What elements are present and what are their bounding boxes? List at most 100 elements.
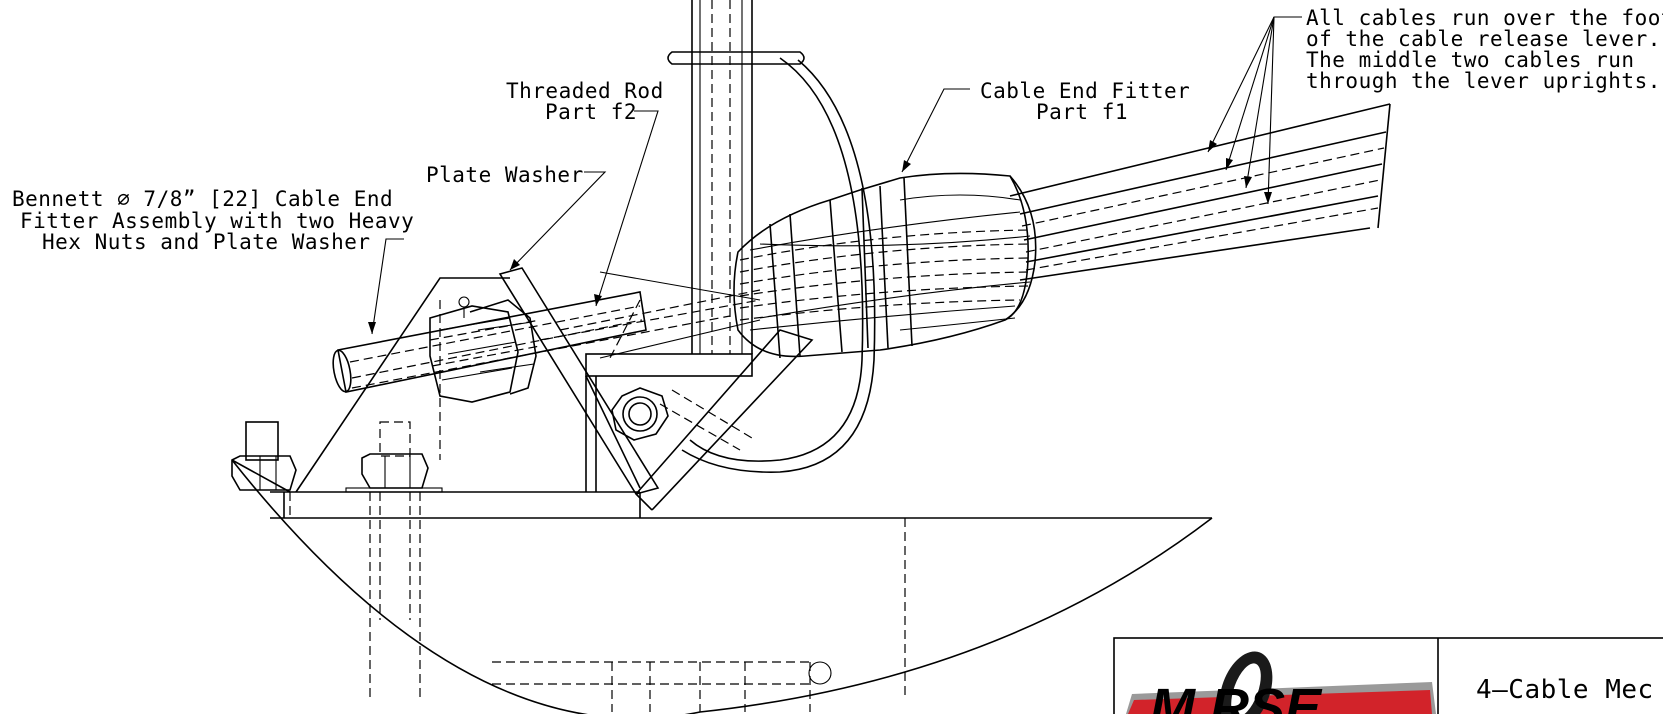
- angled-bracket: [295, 267, 814, 511]
- hex-nut-2: [469, 299, 537, 395]
- rod-thread: [539, 299, 761, 341]
- label-line: Part f2: [545, 100, 637, 124]
- pivot-bolt: [628, 402, 652, 426]
- bolt-hidden-shank: [379, 421, 411, 457]
- logo-text: M RSE: [1150, 678, 1323, 714]
- leader-cable-end-assembly: [371, 238, 404, 335]
- nut-chamfer: [479, 363, 535, 373]
- base-arc-left: [231, 459, 701, 719]
- arrowhead: [1264, 192, 1272, 204]
- hex-nut-1: [429, 305, 519, 403]
- pivot-washer: [622, 396, 658, 432]
- morse-logo: M RSE: [1126, 651, 1436, 719]
- label-line: Cable End Fitter: [980, 79, 1190, 103]
- upright-cross-pin: [667, 51, 805, 65]
- lever-upright: [585, 0, 876, 492]
- label-cable-end-fitter: Cable End Fitter Part f1: [980, 79, 1190, 124]
- leader-cables-3: [1245, 16, 1275, 189]
- drawing-title: 4–Cable Mec: [1476, 675, 1654, 705]
- label-line: Plate Washer: [426, 163, 584, 187]
- base-arc-right: [699, 517, 1213, 713]
- cables: [1009, 103, 1391, 281]
- fitter-collar: [879, 185, 889, 349]
- label-line: Bennett ∅ 7/8” [22] Cable End: [12, 187, 393, 211]
- title-block: M RSE 4–Cable Mec: [1113, 637, 1663, 719]
- label-line: of the cable release lever.: [1306, 27, 1661, 51]
- hidden-pin: [808, 661, 832, 685]
- rod-end: [332, 349, 352, 393]
- label-cable-end-assembly: Bennett ∅ 7/8” [22] Cable End Fitter Ass…: [12, 187, 414, 254]
- arrowhead: [368, 322, 376, 334]
- leader-cables-2: [1225, 16, 1275, 171]
- upright-base-block: [585, 353, 753, 377]
- label-cables-note: All cables run over the foot of the cabl…: [1306, 6, 1663, 93]
- arrowhead: [1208, 140, 1217, 152]
- bracket-strut-end: [635, 493, 653, 511]
- cable-line: [1019, 131, 1387, 215]
- rod-thread: [559, 289, 761, 331]
- rod-thread: [351, 319, 643, 379]
- label-plate-washer: Plate Washer: [426, 163, 584, 187]
- label-line: through the lever uprights.: [1306, 69, 1661, 93]
- bracket-inner: [585, 375, 641, 489]
- fitter-collar: [789, 213, 801, 357]
- cable-line: [1023, 163, 1383, 241]
- cable-line: [1025, 195, 1379, 263]
- hex-nuts: [429, 296, 541, 403]
- leader-threaded-rod: [595, 110, 659, 307]
- nut-thread: [431, 345, 541, 367]
- leaders: [368, 16, 1302, 335]
- label-line: Fitter Assembly with two Heavy: [20, 209, 414, 233]
- rod-taper: [599, 319, 761, 359]
- nut-thread: [429, 319, 541, 341]
- cable-end-fitter: [733, 172, 1037, 359]
- cable-hidden: [1025, 179, 1381, 253]
- fitter-collar: [861, 187, 869, 349]
- rod-thread: [351, 315, 731, 389]
- arrowhead: [902, 160, 911, 172]
- fitter-collar: [829, 199, 843, 353]
- cable-loop: [689, 57, 864, 462]
- logo-o-inner: [1231, 663, 1261, 717]
- hidden-line: [659, 403, 741, 451]
- cotter-pin: [458, 296, 470, 308]
- nut-chamfer: [447, 341, 517, 355]
- arrowhead: [510, 259, 520, 270]
- threaded-rod: [332, 271, 761, 393]
- leader-cables-4: [1267, 16, 1275, 205]
- leader-cable-end-fitter: [901, 88, 970, 173]
- washer: [345, 487, 443, 493]
- arrowhead: [594, 294, 602, 306]
- cable-line: [1009, 103, 1391, 197]
- rod-body: [337, 291, 647, 393]
- cable-hidden: [1021, 147, 1385, 227]
- label-line: Threaded Rod: [506, 79, 664, 103]
- rod-thread: [349, 305, 641, 363]
- label-line: All cables run over the foot: [1306, 6, 1663, 30]
- label-threaded-rod: Threaded Rod Part f2: [506, 79, 664, 124]
- label-line: Hex Nuts and Plate Washer: [42, 230, 371, 254]
- cable-line: [1019, 227, 1371, 281]
- leader-plate-washer: [509, 171, 607, 271]
- cable-loop-outer: [681, 59, 876, 473]
- nut-chamfer: [439, 317, 511, 331]
- bolt-nut: [361, 453, 429, 489]
- fitter-strands: [739, 194, 1031, 331]
- arrowhead: [1226, 158, 1233, 170]
- fitter-end-cap: [1004, 175, 1037, 321]
- base-frame: [231, 459, 1213, 719]
- label-line: Part f1: [1036, 100, 1128, 124]
- cable-hidden: [1025, 207, 1379, 271]
- logo-red-band: [1128, 690, 1432, 714]
- base-bolts: [231, 421, 443, 493]
- bracket-strut: [635, 329, 814, 511]
- cable-section-cut: [1377, 103, 1391, 229]
- hidden-line: [609, 299, 641, 359]
- bracket-left-slope: [295, 277, 510, 493]
- hidden-line: [671, 389, 753, 439]
- nut-chamfer: [441, 367, 513, 381]
- fitter-collar: [903, 177, 913, 347]
- label-line: The middle two cables run: [1306, 48, 1635, 72]
